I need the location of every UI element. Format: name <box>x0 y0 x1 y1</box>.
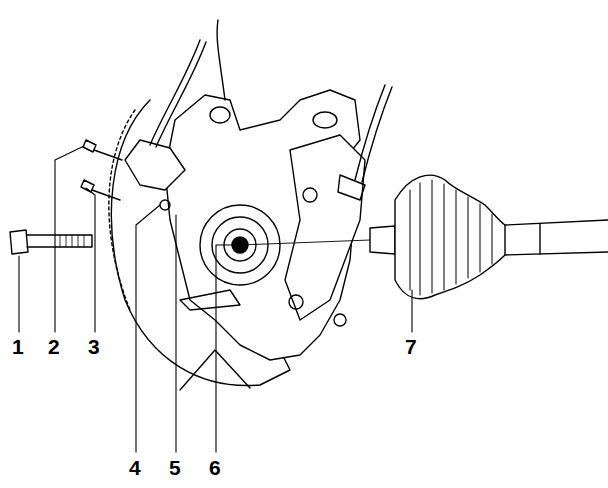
callout-number: 7 <box>405 336 417 357</box>
callout-number: 5 <box>169 457 181 478</box>
callout-number: 1 <box>12 336 24 357</box>
callout-number: 6 <box>209 457 221 478</box>
callout-number: 2 <box>48 336 60 357</box>
callout-number: 3 <box>88 336 100 357</box>
callout-number: 4 <box>129 457 141 478</box>
